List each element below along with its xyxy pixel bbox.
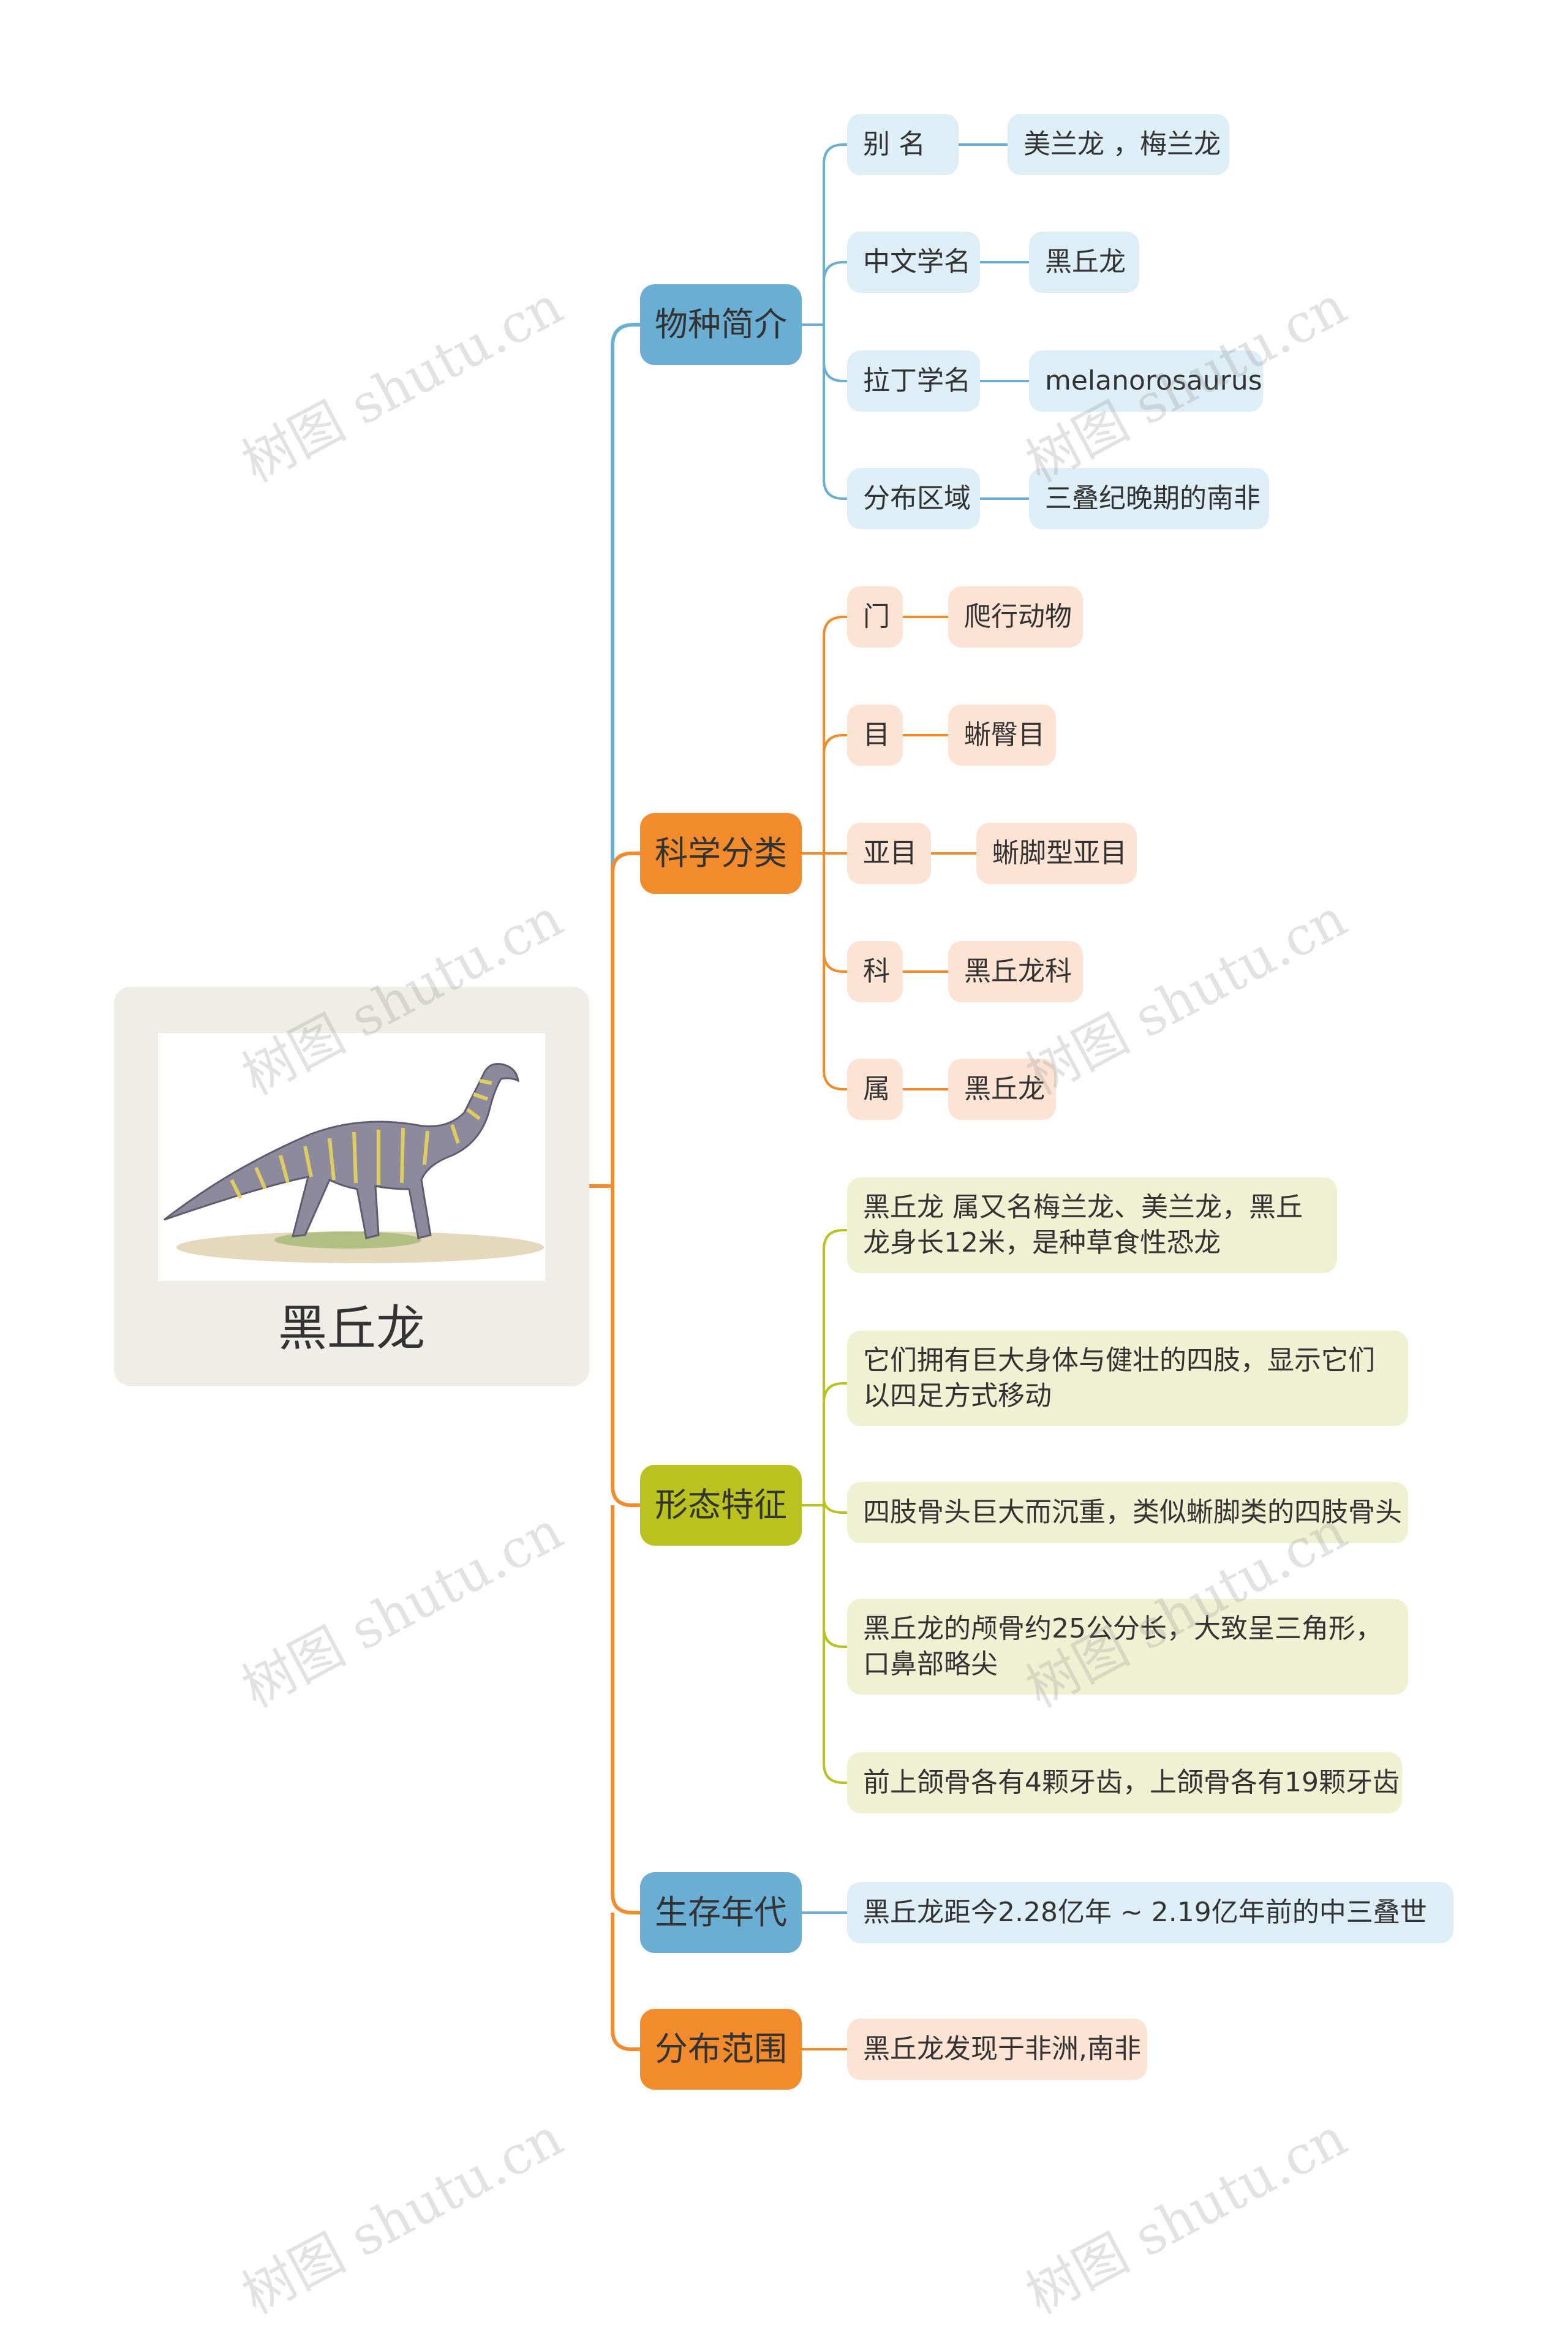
root-node[interactable]: 黑丘龙 — [114, 987, 589, 1386]
morphology-item[interactable]: 四肢骨头巨大而沉重，类似蜥脚类的四肢骨头 — [847, 1482, 1408, 1543]
classification-genus-value[interactable]: 黑丘龙 — [948, 1059, 1056, 1120]
morphology-item[interactable]: 黑丘龙的颅骨约25公分长，大致呈三角形，口鼻部略尖 — [847, 1599, 1408, 1695]
connector-lines — [589, 143, 1029, 2051]
branch-morphology[interactable]: 形态特征 — [640, 1465, 802, 1546]
dinosaur-illustration — [164, 1063, 544, 1263]
classification-suborder-label[interactable]: 亚目 — [847, 823, 931, 884]
species-chinese-name-value[interactable]: 黑丘龙 — [1029, 232, 1139, 293]
classification-phylum-value[interactable]: 爬行动物 — [948, 586, 1083, 648]
era-item[interactable]: 黑丘龙距今2.28亿年 ~ 2.19亿年前的中三叠世 — [847, 1882, 1453, 1943]
species-latin-name-label[interactable]: 拉丁学名 — [847, 350, 980, 412]
branch-era[interactable]: 生存年代 — [640, 1872, 802, 1953]
branch-distribution[interactable]: 分布范围 — [640, 2009, 802, 2090]
species-alias-label[interactable]: 别 名 — [847, 114, 959, 175]
distribution-item[interactable]: 黑丘龙发现于非洲,南非 — [847, 2019, 1147, 2080]
species-alias-value[interactable]: 美兰龙 ，梅兰龙 — [1008, 114, 1229, 175]
classification-phylum-label[interactable]: 门 — [847, 586, 903, 648]
classification-order-label[interactable]: 目 — [847, 705, 903, 766]
classification-order-value[interactable]: 蜥臀目 — [948, 705, 1056, 766]
classification-family-value[interactable]: 黑丘龙科 — [948, 941, 1083, 1002]
species-chinese-name-label[interactable]: 中文学名 — [847, 232, 980, 293]
branch-species-intro[interactable]: 物种简介 — [640, 284, 802, 365]
dinosaur-image — [158, 1033, 545, 1281]
morphology-item[interactable]: 前上颌骨各有4颗牙齿，上颌骨各有19颗牙齿 — [847, 1752, 1402, 1813]
morphology-item[interactable]: 黑丘龙 属又名梅兰龙、美兰龙，黑丘龙身长12米，是种草食性恐龙 — [847, 1177, 1337, 1273]
species-region-value[interactable]: 三叠纪晚期的南非 — [1029, 468, 1269, 529]
branch-classification[interactable]: 科学分类 — [640, 813, 802, 894]
species-latin-name-value[interactable]: melanorosaurus — [1029, 350, 1263, 412]
morphology-item[interactable]: 它们拥有巨大身体与健壮的四肢，显示它们以四足方式移动 — [847, 1331, 1408, 1426]
species-region-label[interactable]: 分布区域 — [847, 468, 980, 529]
classification-genus-label[interactable]: 属 — [847, 1059, 903, 1120]
root-title: 黑丘龙 — [278, 1300, 425, 1357]
classification-suborder-value[interactable]: 蜥脚型亚目 — [976, 823, 1137, 884]
classification-family-label[interactable]: 科 — [847, 941, 903, 1002]
